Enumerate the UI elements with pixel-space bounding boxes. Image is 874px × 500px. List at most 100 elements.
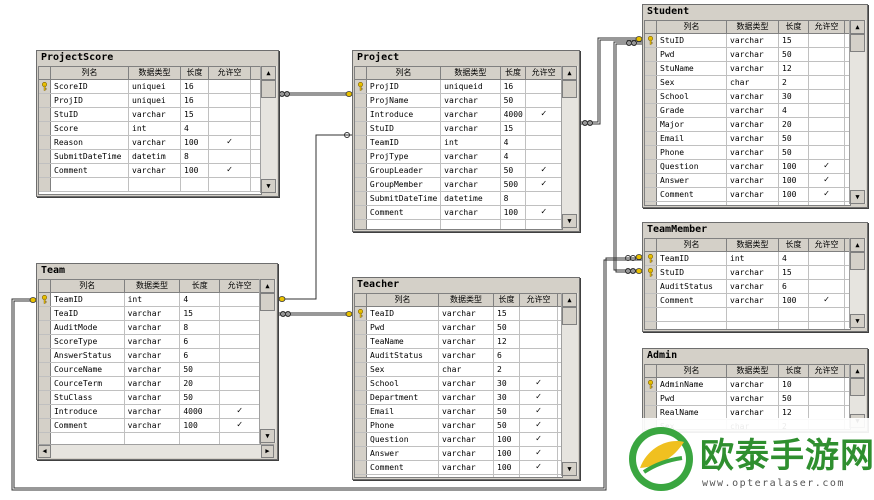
column-type[interactable]: varchar: [727, 34, 779, 47]
column-name[interactable]: Introduce: [51, 405, 125, 418]
column-length[interactable]: 100: [181, 136, 209, 149]
column-type[interactable]: varchar: [125, 377, 181, 390]
column-type[interactable]: varchar: [441, 164, 501, 177]
table-title[interactable]: Admin: [647, 350, 678, 361]
row-selector[interactable]: [645, 34, 657, 47]
column-name[interactable]: CourceName: [51, 363, 125, 376]
column-length[interactable]: 2: [494, 363, 520, 376]
table-title[interactable]: Student: [647, 6, 690, 17]
column-type[interactable]: int: [125, 293, 181, 306]
column-name[interactable]: Department: [367, 391, 439, 404]
column-allow-null[interactable]: [220, 321, 260, 334]
column-allow-null[interactable]: [526, 220, 562, 229]
row-selector[interactable]: [645, 322, 657, 329]
column-type[interactable]: int: [441, 136, 501, 149]
row-selector[interactable]: [355, 178, 367, 191]
column-allow-null[interactable]: [526, 80, 562, 93]
column-length[interactable]: 15: [501, 122, 527, 135]
row-selector[interactable]: [645, 252, 657, 265]
row-selector[interactable]: [39, 363, 51, 376]
column-allow-null[interactable]: ✓: [526, 108, 562, 121]
column-type[interactable]: char: [439, 363, 494, 376]
column-length[interactable]: 50: [494, 419, 520, 432]
column-allow-null[interactable]: [809, 308, 845, 321]
column-type[interactable]: varchar: [439, 321, 494, 334]
header-length[interactable]: 长度: [181, 67, 209, 79]
column-allow-null[interactable]: ✓: [520, 419, 558, 432]
column-name[interactable]: Reason: [51, 136, 129, 149]
column-name[interactable]: Comment: [367, 461, 439, 474]
column-name[interactable]: Score: [51, 122, 129, 135]
row-selector[interactable]: [355, 150, 367, 163]
header-allow-null[interactable]: 允许空: [809, 365, 845, 377]
column-allow-null[interactable]: [809, 202, 845, 205]
column-name[interactable]: Comment: [657, 294, 727, 307]
row-selector[interactable]: [39, 433, 51, 444]
row-selector[interactable]: [39, 164, 51, 177]
scroll-thumb[interactable]: [261, 80, 276, 98]
column-name[interactable]: ProjName: [367, 94, 442, 107]
column-length[interactable]: 20: [180, 377, 221, 390]
column-length[interactable]: 8: [181, 150, 209, 163]
column-allow-null[interactable]: ✓: [520, 461, 558, 474]
column-allow-null[interactable]: [809, 406, 845, 419]
column-length[interactable]: [494, 475, 520, 477]
row-selector[interactable]: [355, 447, 367, 460]
header-length[interactable]: 长度: [779, 21, 809, 33]
column-type[interactable]: [439, 475, 494, 477]
column-allow-null[interactable]: [809, 378, 845, 391]
header-data-type[interactable]: 数据类型: [727, 365, 779, 377]
row-selector[interactable]: [355, 108, 367, 121]
column-type[interactable]: varchar: [439, 335, 494, 348]
column-name[interactable]: AuditMode: [51, 321, 125, 334]
column-name[interactable]: AnswerStatus: [51, 349, 125, 362]
column-type[interactable]: varchar: [727, 378, 779, 391]
column-name[interactable]: TeaID: [367, 307, 439, 320]
row-selector[interactable]: [645, 132, 657, 145]
row-selector[interactable]: [645, 406, 657, 419]
column-length[interactable]: 50: [180, 363, 221, 376]
column-type[interactable]: varchar: [441, 108, 501, 121]
column-length[interactable]: 4000: [501, 108, 527, 121]
column-name[interactable]: StuID: [657, 34, 727, 47]
header-data-type[interactable]: 数据类型: [125, 280, 181, 292]
empty-row[interactable]: [645, 202, 850, 205]
vertical-scrollbar[interactable]: ▲▼: [561, 66, 578, 228]
table-title[interactable]: Teacher: [357, 279, 400, 290]
column-type[interactable]: varchar: [727, 132, 779, 145]
scroll-up-icon[interactable]: ▲: [261, 66, 276, 80]
column-allow-null[interactable]: [520, 321, 558, 334]
header-length[interactable]: 长度: [180, 280, 221, 292]
column-allow-null[interactable]: ✓: [209, 164, 251, 177]
column-type[interactable]: varchar: [125, 419, 181, 432]
column-type[interactable]: varchar: [727, 174, 779, 187]
header-column-name[interactable]: 列名: [51, 280, 125, 292]
column-type[interactable]: varchar: [727, 280, 779, 293]
column-name[interactable]: StuID: [367, 122, 442, 135]
column-length[interactable]: [181, 178, 209, 191]
header-length[interactable]: 长度: [779, 239, 809, 251]
row-selector[interactable]: [39, 108, 51, 121]
column-allow-null[interactable]: ✓: [220, 419, 260, 432]
horizontal-scrollbar[interactable]: ◀▶: [38, 444, 274, 458]
column-name[interactable]: Comment: [51, 419, 125, 432]
column-type[interactable]: varchar: [441, 178, 501, 191]
column-length[interactable]: 20: [779, 118, 809, 131]
column-length[interactable]: [501, 220, 527, 229]
row-selector[interactable]: [355, 475, 367, 477]
